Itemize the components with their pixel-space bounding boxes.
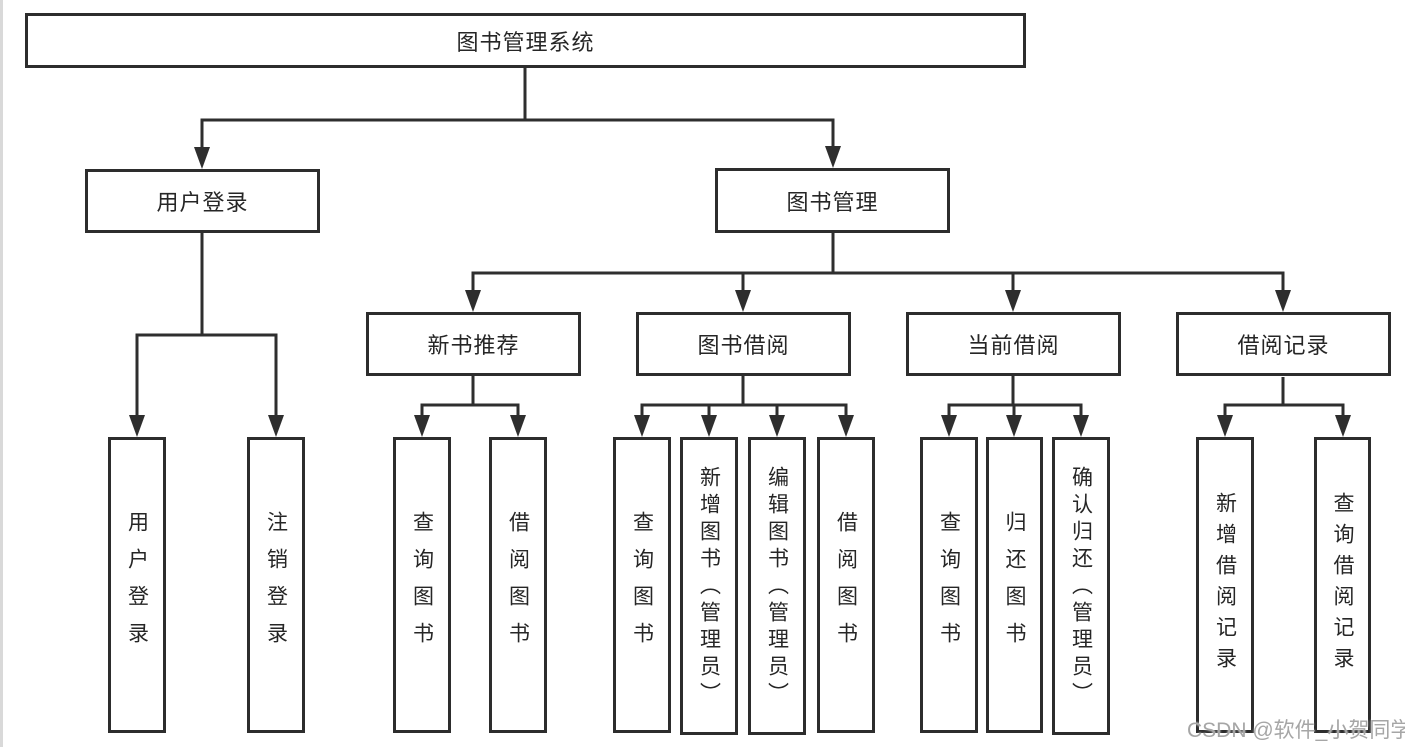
- node-book-borrow: 图书借阅: [636, 312, 851, 376]
- node-label: 查询图书: [410, 511, 434, 659]
- node-label: 查询图书: [937, 511, 961, 659]
- node-label: 编辑图书（管理员）: [765, 465, 789, 709]
- leaf-nb-borrow-books: 借阅图书: [489, 437, 547, 733]
- leaf-cb-confirm-return-admin: 确认归还（管理员）: [1052, 437, 1110, 735]
- node-label: 借阅图书: [506, 511, 530, 659]
- leaf-logout-login: 注销登录: [247, 437, 305, 733]
- leaf-user-login: 用户登录: [108, 437, 166, 733]
- connectors-new-book-branch: [414, 376, 526, 437]
- node-root-library-management-system: 图书管理系统: [25, 13, 1026, 68]
- node-label: 新增图书（管理员）: [697, 465, 721, 709]
- node-label: 归还图书: [1003, 511, 1026, 659]
- connectors-book-management-to-level2: [465, 233, 1291, 312]
- node-label: 注销登录: [264, 511, 288, 659]
- node-label: 用户登录: [125, 511, 149, 659]
- node-new-book-recommend: 新书推荐: [366, 312, 581, 376]
- connectors-current-borrow-branch: [941, 376, 1089, 437]
- leaf-br-add-record: 新增借阅记录: [1196, 437, 1254, 733]
- node-label: 新增借阅记录: [1213, 492, 1237, 678]
- leaf-bb-borrow-books: 借阅图书: [817, 437, 875, 733]
- node-user-login: 用户登录: [85, 169, 320, 233]
- node-label: 借阅图书: [834, 511, 858, 659]
- connectors-user-login-branch: [129, 233, 284, 437]
- node-borrow-records: 借阅记录: [1176, 312, 1391, 376]
- node-label: 确认归还（管理员）: [1069, 465, 1093, 709]
- node-label: 查询借阅记录: [1331, 492, 1354, 678]
- leaf-br-query-record: 查询借阅记录: [1314, 437, 1371, 733]
- connectors-borrow-records-branch: [1217, 377, 1351, 437]
- connector-lines: [129, 68, 1351, 437]
- leaf-bb-edit-books-admin: 编辑图书（管理员）: [748, 437, 806, 735]
- node-book-management: 图书管理: [715, 168, 950, 233]
- node-label: 查询图书: [630, 511, 654, 659]
- csdn-watermark: CSDN @软件_小贺同学: [1187, 719, 1405, 742]
- connectors-book-borrow-branch: [634, 376, 854, 437]
- leaf-bb-query-books: 查询图书: [613, 437, 671, 733]
- leaf-cb-query-books: 查询图书: [920, 437, 978, 733]
- leaf-nb-query-books: 查询图书: [393, 437, 451, 733]
- node-current-borrow: 当前借阅: [906, 312, 1121, 376]
- leaf-cb-return-books: 归还图书: [986, 437, 1043, 733]
- leaf-bb-add-books-admin: 新增图书（管理员）: [680, 437, 738, 735]
- connectors-root-to-level1: [194, 68, 841, 169]
